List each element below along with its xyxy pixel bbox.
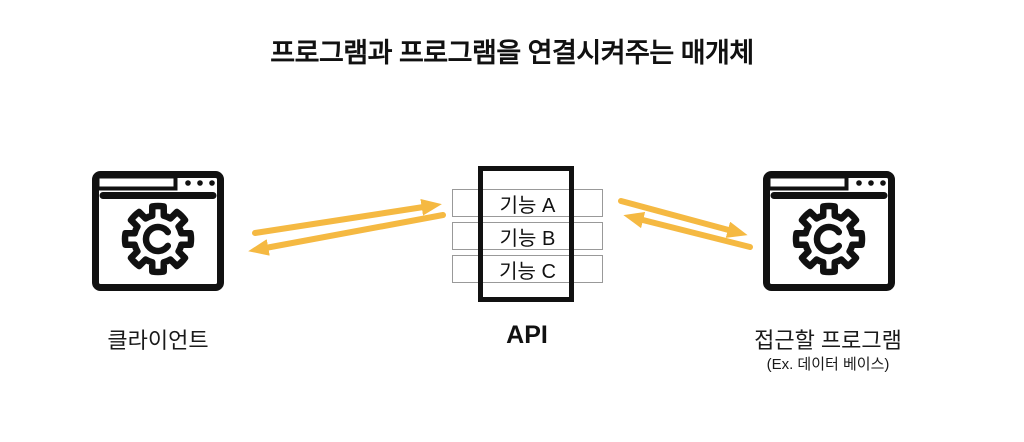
gear-icon [792, 202, 866, 276]
arrow-target-to-api [623, 211, 753, 250]
api-function-row: 기능 B [452, 222, 603, 250]
arrow-client-to-api [252, 198, 442, 236]
api-box [478, 166, 574, 302]
api-function-label: 기능 C [499, 260, 556, 283]
arrow-api-to-client [248, 212, 446, 256]
arrow-api-to-target [618, 198, 748, 238]
client-app-icon [92, 171, 224, 291]
api-function-label: 기능 A [499, 194, 556, 217]
client-label: 클라이언트 [107, 328, 209, 353]
api-label: API [506, 321, 548, 349]
diagram-title: 프로그램과 프로그램을 연결시켜주는 매개체 [270, 38, 754, 68]
target-app-icon [763, 171, 895, 291]
gear-icon [121, 202, 195, 276]
target-label: 접근할 프로그램 [754, 328, 902, 353]
api-function-row: 기능 A [452, 189, 603, 217]
api-function-row: 기능 C [452, 255, 603, 283]
target-sublabel: (Ex. 데이터 베이스) [766, 356, 890, 373]
api-function-label: 기능 B [499, 227, 556, 250]
